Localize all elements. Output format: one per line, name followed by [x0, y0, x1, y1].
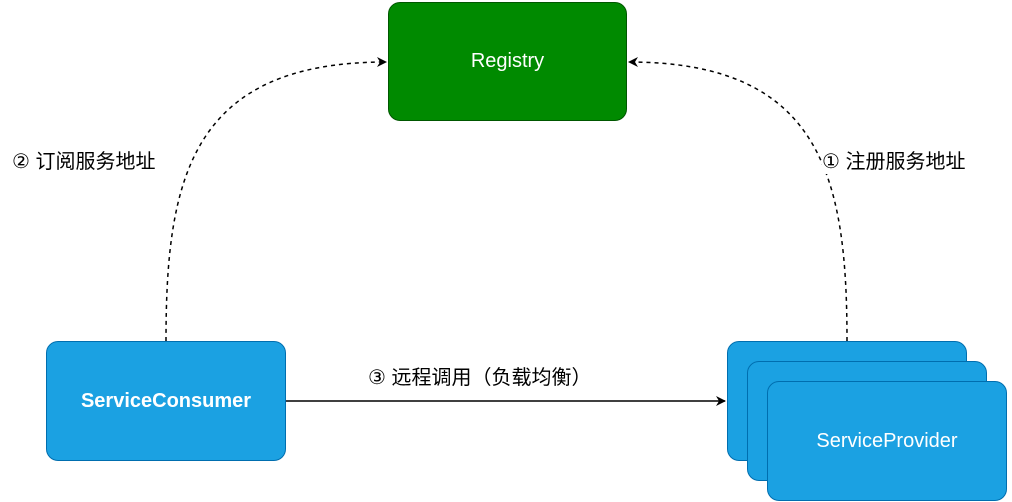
service-provider-node[interactable]: ServiceProvider	[767, 381, 1007, 501]
registry-node[interactable]: Registry	[388, 2, 627, 121]
register-connector	[628, 57, 848, 342]
service-consumer-node[interactable]: ServiceConsumer	[46, 341, 286, 461]
subscribe-connector	[165, 57, 387, 342]
registry-label: Registry	[470, 50, 545, 72]
service-consumer-label: ServiceConsumer	[80, 389, 252, 412]
invoke-label: ③ 远程调用（负载均衡）	[368, 366, 592, 390]
subscribe-label: ② 订阅服务地址	[12, 150, 156, 174]
service-provider-label: ServiceProvider	[816, 429, 958, 452]
register-label: ① 注册服务地址	[822, 150, 966, 174]
